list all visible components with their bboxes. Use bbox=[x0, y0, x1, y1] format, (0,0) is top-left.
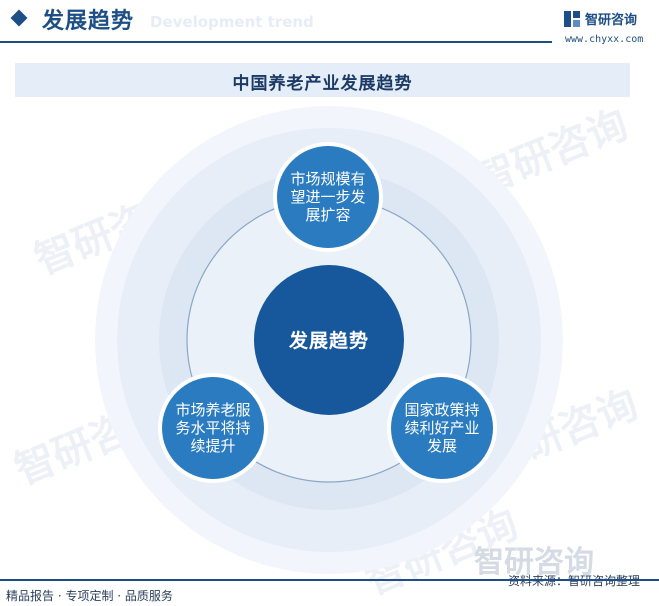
node-left-label: 市场养老服 务水平将持 续提升 bbox=[163, 401, 263, 455]
node-right bbox=[391, 377, 493, 479]
node-left-line: 务水平将持 bbox=[175, 419, 251, 437]
center-node bbox=[254, 265, 404, 415]
brand-logo-icon bbox=[564, 11, 580, 27]
node-top-label: 市场规模有 望进一步发 展扩容 bbox=[278, 170, 378, 224]
footer-tagline: 精品报告 · 专项定制 · 品质服务 bbox=[6, 589, 173, 603]
node-left-line: 续提升 bbox=[190, 437, 236, 455]
node-top bbox=[277, 146, 379, 248]
chart-title-band: 中国养老产业发展趋势 bbox=[15, 63, 630, 97]
section-title: 发展趋势 bbox=[42, 9, 135, 34]
center-label: 发展趋势 bbox=[288, 330, 369, 352]
header-divider bbox=[0, 41, 552, 43]
node-right-line: 发展 bbox=[426, 437, 457, 455]
brand-name: 智研咨询 bbox=[585, 13, 638, 28]
source-note: 资料来源：智研咨询整理 bbox=[508, 574, 641, 588]
header: 发展趋势 Development trend 智研咨询 www.chyxx.co… bbox=[0, 0, 659, 45]
node-right-label: 国家政策持 续利好产业 发展 bbox=[392, 401, 492, 455]
footer-logo: 智研咨询 bbox=[474, 545, 594, 580]
section-subtitle: Development trend bbox=[150, 13, 314, 31]
node-top-line: 展扩容 bbox=[305, 206, 351, 224]
node-right-line: 国家政策持 bbox=[404, 401, 480, 419]
brand-url: www.chyxx.com bbox=[565, 34, 644, 45]
node-top-line: 望进一步发 bbox=[290, 188, 366, 206]
node-right-line: 续利好产业 bbox=[404, 419, 480, 437]
node-left-line: 市场养老服 bbox=[175, 401, 251, 419]
footer-divider bbox=[0, 579, 659, 581]
chart-title: 中国养老产业发展趋势 bbox=[232, 74, 413, 94]
node-top-line: 市场规模有 bbox=[290, 170, 366, 188]
node-left bbox=[162, 377, 264, 479]
